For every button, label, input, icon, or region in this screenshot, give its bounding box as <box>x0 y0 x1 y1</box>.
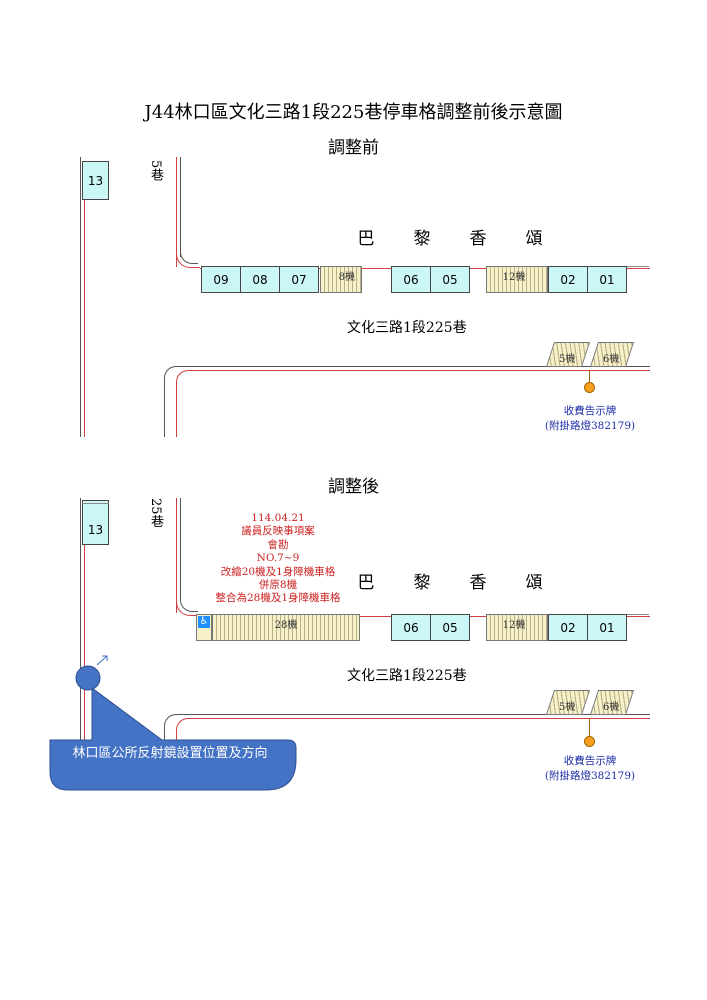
before-lower-road-h <box>184 366 650 367</box>
before-heading: 調整前 <box>328 138 379 158</box>
side-slot-line <box>82 503 109 504</box>
fee-sign-label: 收費告示牌 (附掛路燈382179) <box>544 405 636 432</box>
building-char: 黎 <box>413 229 431 249</box>
before-upper-corner-v <box>180 157 181 257</box>
building-char: 巴 <box>357 229 375 249</box>
after-heading: 調整後 <box>328 477 379 497</box>
before-building-name: 巴黎香頌 <box>338 224 562 249</box>
after-lower-red-h <box>191 718 650 719</box>
diagram-title: J44林口區文化三路1段225巷停車格調整前後示意圖 <box>144 102 563 123</box>
before-lower-red-v <box>176 385 177 437</box>
before-street-name: 文化三路1段225巷 <box>347 320 467 336</box>
before-lower-road-v <box>164 384 165 437</box>
building-char: 黎 <box>413 573 431 593</box>
parking-slot: 06 <box>391 614 431 641</box>
parking-slot: 01 <box>587 266 627 293</box>
after-lower-road-h <box>184 714 650 715</box>
motorcycle-zone: 5機 <box>545 342 591 367</box>
after-street-name: 文化三路1段225巷 <box>347 668 467 684</box>
motorcycle-zone: 28機 <box>212 614 360 641</box>
before-side-lane-label: 5巷 <box>148 160 163 182</box>
parking-slot: 02 <box>548 614 588 641</box>
parking-slot: 07 <box>279 266 319 293</box>
before-lower-red-h <box>191 370 650 371</box>
before-upper-red-curve <box>176 252 200 268</box>
mirror-callout-graphic <box>49 655 297 791</box>
fee-sign-marker-icon <box>584 736 595 747</box>
after-lower-curve <box>164 714 184 734</box>
mirror-marker-icon <box>75 665 101 691</box>
motorcycle-zone: 8機 <box>320 266 362 293</box>
parking-slot: 06 <box>391 266 431 293</box>
parking-slot: 01 <box>587 614 627 641</box>
mirror-callout-text: 林口區公所反射鏡設置位置及方向 <box>72 746 268 761</box>
building-char: 香 <box>469 229 487 249</box>
after-lower-red-curve <box>176 718 192 734</box>
motorcycle-zone: 12機 <box>486 614 548 641</box>
direction-arrow-icon <box>96 655 108 666</box>
road-edge-line <box>627 614 649 615</box>
motorcycle-zone: 12機 <box>486 266 548 293</box>
building-char: 頌 <box>525 229 543 249</box>
parking-slot: 09 <box>201 266 241 293</box>
after-upper-red-curve <box>176 600 200 616</box>
after-side-lane-label: 25巷 <box>148 498 163 528</box>
after-left-road-edge <box>80 498 81 788</box>
meeting-note: 114.04.21 議員反映事項案 會勘 NO.7~9 改繪20機及1身障機車格… <box>215 512 341 605</box>
fee-sign-marker-icon <box>584 382 595 393</box>
motorcycle-zone: 6機 <box>589 690 635 715</box>
after-upper-red-v <box>176 498 177 613</box>
sign-pole <box>589 718 590 737</box>
motorcycle-zone: 5機 <box>545 690 591 715</box>
building-char: 巴 <box>357 573 375 593</box>
before-left-red-line <box>84 200 85 437</box>
before-side-slot: 13 <box>82 161 109 200</box>
after-side-slot: 13 <box>82 500 109 545</box>
building-char: 頌 <box>525 573 543 593</box>
parking-slot: 05 <box>430 614 470 641</box>
building-char: 香 <box>469 573 487 593</box>
parking-slot: 02 <box>548 266 588 293</box>
before-lower-curve <box>164 366 184 386</box>
motorcycle-zone: 6機 <box>589 342 635 367</box>
sign-pole <box>589 370 590 383</box>
after-upper-corner-v <box>180 498 181 598</box>
before-lower-red-curve <box>176 370 192 386</box>
callout-shape <box>49 687 297 791</box>
accessible-parking-icon: ♿ <box>198 616 210 628</box>
before-upper-red-v <box>176 157 177 267</box>
accessible-slot: ♿ <box>196 614 212 641</box>
after-building-name: 巴黎香頌 <box>338 568 562 593</box>
road-edge-line <box>627 266 649 267</box>
parking-slot: 05 <box>430 266 470 293</box>
fee-sign-label: 收費告示牌 (附掛路燈382179) <box>544 755 636 782</box>
parking-slot: 08 <box>240 266 280 293</box>
before-left-road-edge <box>80 157 81 437</box>
